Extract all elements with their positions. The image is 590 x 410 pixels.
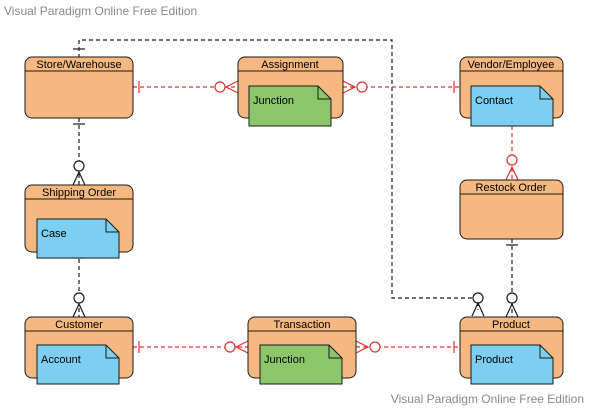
connector-assignment-vendor[interactable] bbox=[342, 80, 460, 94]
note-label: Junction bbox=[264, 354, 305, 366]
connector-customer-transaction[interactable] bbox=[133, 340, 249, 354]
note-junction[interactable]: Junction bbox=[259, 344, 343, 385]
entity-title: Transaction bbox=[273, 319, 330, 331]
note-label: Junction bbox=[253, 95, 294, 107]
entity-store-warehouse[interactable]: Store/Warehouse bbox=[24, 56, 134, 119]
entity-shipping-order[interactable]: Shipping Order Case bbox=[24, 184, 134, 259]
note-contact[interactable]: Contact bbox=[470, 85, 554, 127]
entity-title: Customer bbox=[55, 319, 103, 331]
entity-title: Shipping Order bbox=[42, 187, 116, 199]
connector-vendor-restock[interactable] bbox=[505, 121, 519, 181]
note-label: Product bbox=[475, 354, 513, 366]
note-label: Case bbox=[41, 228, 67, 240]
entity-title: Restock Order bbox=[476, 182, 547, 194]
entity-transaction[interactable]: Transaction Junction bbox=[247, 316, 357, 385]
connector-transaction-product[interactable] bbox=[355, 340, 460, 354]
note-label: Account bbox=[41, 354, 81, 366]
connector-restock-product[interactable] bbox=[505, 239, 519, 318]
note-junction[interactable]: Junction bbox=[248, 85, 332, 127]
note-account[interactable]: Account bbox=[36, 344, 120, 385]
note-product[interactable]: Product bbox=[470, 344, 554, 385]
note-case[interactable]: Case bbox=[36, 218, 120, 259]
note-label: Contact bbox=[475, 95, 513, 107]
entity-title: Vendor/Employee bbox=[468, 59, 555, 71]
entity-assignment[interactable]: Assignment Junction bbox=[237, 56, 344, 127]
entity-title: Store/Warehouse bbox=[36, 59, 121, 71]
entity-title: Product bbox=[492, 319, 530, 331]
connector-store-product[interactable] bbox=[73, 39, 485, 317]
connector-store-shipping[interactable] bbox=[72, 118, 86, 186]
entity-vendor-employee[interactable]: Vendor/Employee Contact bbox=[459, 56, 564, 127]
entity-customer[interactable]: Customer Account bbox=[24, 316, 134, 385]
connector-shipping-customer[interactable] bbox=[72, 252, 86, 318]
connector-store-assignment[interactable] bbox=[133, 80, 239, 94]
entity-restock-order[interactable]: Restock Order bbox=[459, 179, 564, 240]
watermark-top: Visual Paradigm Online Free Edition bbox=[4, 4, 198, 18]
entity-title: Assignment bbox=[261, 59, 318, 71]
watermark-bottom: Visual Paradigm Online Free Edition bbox=[390, 392, 584, 406]
entity-product[interactable]: Product Product bbox=[459, 316, 564, 385]
